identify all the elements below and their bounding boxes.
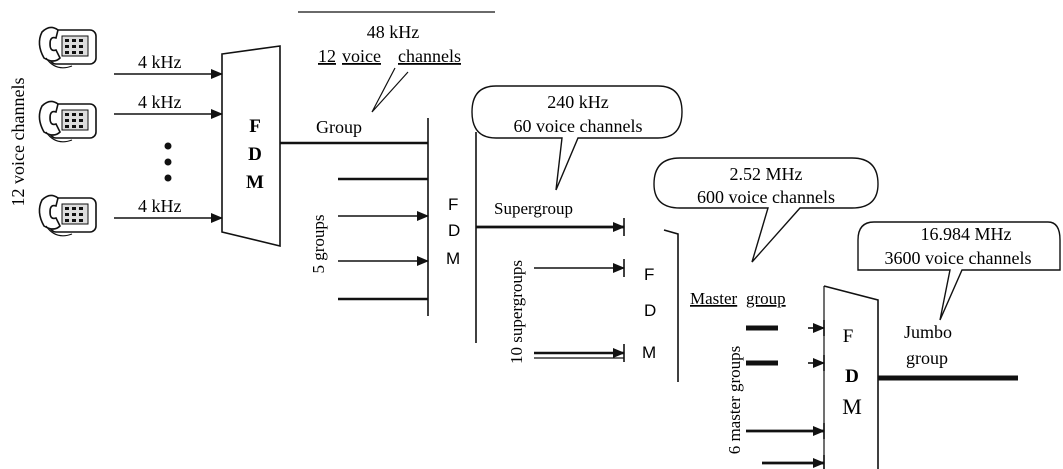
callout-3-line2: 600 voice channels bbox=[697, 187, 835, 207]
telephone-icon bbox=[38, 100, 97, 143]
callout-1-line2c: channels bbox=[398, 46, 461, 66]
mux-letter: D bbox=[644, 301, 656, 320]
callout-1-line2a: 12 bbox=[318, 46, 336, 66]
mux-letter: F bbox=[249, 116, 261, 137]
callout-1-line2b: voice bbox=[342, 46, 381, 66]
bandwidth-label: 4 kHz bbox=[138, 196, 182, 216]
mux-letter: F bbox=[448, 195, 458, 214]
master-groups-side-label: 6 master groups bbox=[725, 346, 744, 455]
mux-letter: M bbox=[642, 343, 656, 362]
mux-letter: D bbox=[845, 366, 859, 387]
mux-letter: F bbox=[843, 326, 854, 347]
master-group-label-b: group bbox=[746, 289, 786, 308]
callout-bubble bbox=[471, 85, 683, 191]
supergroup-label: Supergroup bbox=[494, 199, 573, 218]
callout-2-line2: 60 voice channels bbox=[514, 116, 643, 136]
mux-letter: D bbox=[448, 221, 460, 240]
ellipsis-dots bbox=[164, 142, 172, 182]
fdm-multiplexer-1 bbox=[221, 45, 281, 248]
callout-4-line1: 16.984 MHz bbox=[921, 224, 1012, 244]
bandwidth-label: 4 kHz bbox=[138, 52, 182, 72]
telephone-icon bbox=[38, 26, 97, 69]
jumbo-label-1: Jumbo bbox=[904, 322, 952, 342]
mux-letter: D bbox=[248, 144, 262, 165]
callout-1-line1: 48 kHz bbox=[367, 22, 420, 42]
mux-letter: F bbox=[644, 265, 654, 284]
jumbo-label-2: group bbox=[906, 348, 948, 368]
master-group-label-a: Master bbox=[690, 289, 738, 308]
mux-letter: M bbox=[842, 394, 862, 419]
callout-pointer bbox=[371, 67, 409, 113]
fdm-multiplexer-3-bar bbox=[663, 229, 679, 382]
groups-side-label: 5 groups bbox=[309, 214, 328, 273]
callout-bubble bbox=[653, 157, 879, 263]
bandwidth-label: 4 kHz bbox=[138, 92, 182, 112]
group-label: Group bbox=[316, 117, 362, 137]
mux-letter: M bbox=[246, 172, 264, 193]
mux-letter: M bbox=[446, 249, 460, 268]
callout-3-line1: 2.52 MHz bbox=[730, 164, 803, 184]
phones-side-label: 12 voice channels bbox=[8, 78, 28, 207]
fdm-multiplexer-4 bbox=[823, 285, 879, 469]
callout-4-line2: 3600 voice channels bbox=[885, 248, 1032, 268]
supergroups-side-label: 10 supergroups bbox=[507, 260, 526, 364]
callout-bubble bbox=[857, 221, 1061, 321]
callout-2-line1: 240 kHz bbox=[547, 92, 609, 112]
telephone-icon bbox=[38, 194, 97, 237]
